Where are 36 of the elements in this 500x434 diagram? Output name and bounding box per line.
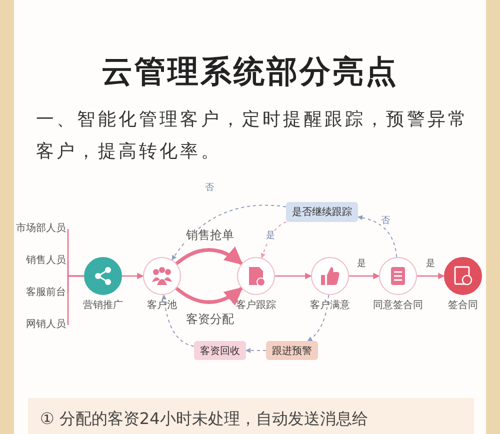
role-label: 销售人员 <box>20 255 66 267</box>
subtitle: 一、智能化管理客户，定时提醒跟踪，预警异常客户，提高转化率。 <box>36 108 470 164</box>
dashed-arrow <box>162 294 194 347</box>
title: 云管理系统部分亮点 <box>100 53 400 92</box>
dashed-arrow <box>358 215 398 258</box>
process-box: 客资回收 <box>194 341 246 360</box>
role-label: 客服前台 <box>20 287 66 299</box>
arrow <box>122 272 144 280</box>
process-box: 是否继续跟踪 <box>286 202 358 222</box>
edge-label: 否 <box>381 217 390 227</box>
node-label: 签合同 <box>448 300 478 312</box>
edge-label: 销售抢单 <box>186 229 234 242</box>
edge-label: 是 <box>266 232 275 242</box>
dashed-arrow <box>172 204 286 260</box>
bracket-line <box>67 275 84 326</box>
arrow <box>175 246 243 266</box>
arrow <box>275 272 312 280</box>
edge-label: 否 <box>205 184 214 194</box>
edge-label: 是 <box>357 260 366 270</box>
node-label: 营销推广 <box>83 300 123 312</box>
arrow <box>349 272 380 280</box>
dashed-arrow <box>260 222 287 258</box>
edge-label: 是 <box>426 260 435 270</box>
arrow <box>175 286 243 306</box>
node-label: 同意签合同 <box>373 300 423 312</box>
role-label: 网销人员 <box>20 319 66 331</box>
process-box: 跟进预警 <box>266 341 318 360</box>
node-label: 客户满意 <box>310 300 350 312</box>
node-label: 客户跟踪 <box>236 300 276 312</box>
arrow <box>417 272 445 280</box>
dashed-arrow <box>246 348 266 353</box>
role-label: 市场部人员 <box>14 223 66 235</box>
dashed-arrow <box>307 294 330 342</box>
node-label: 客户池 <box>147 300 177 312</box>
edge-label: 客资分配 <box>186 313 234 326</box>
note-text: ① 分配的客资24小时未处理，自动发送消息给 <box>40 409 368 429</box>
